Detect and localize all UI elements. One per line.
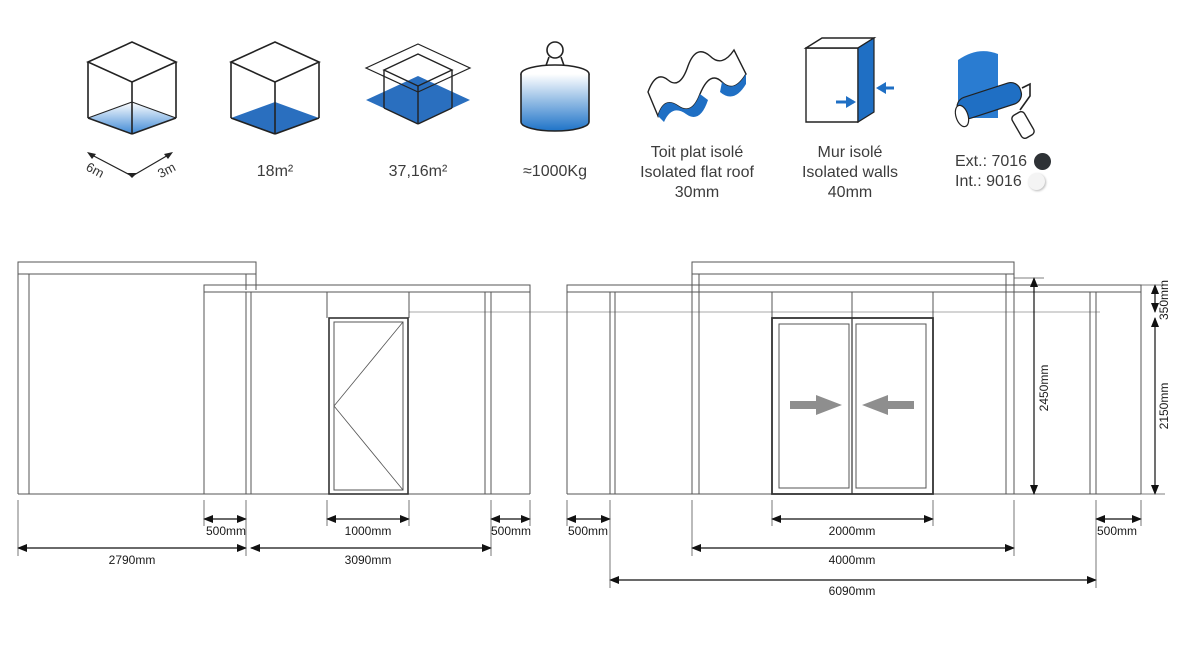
- features-row: 6m 3m 18m² 37,16m²: [0, 0, 1181, 215]
- int-color-label: Int.: 9016: [955, 173, 1022, 190]
- left-pergola-roof: [17, 261, 257, 275]
- walls-line3: 40mm: [827, 184, 873, 201]
- roof-height-label: 350mm: [1157, 280, 1171, 320]
- cube-dimensions-icon: 6m 3m: [84, 41, 178, 181]
- weight-feature: [505, 30, 605, 145]
- middle-gap-label: 500mm: [491, 524, 531, 538]
- dimension-lines: [17, 277, 1159, 584]
- sliding-door: [771, 317, 934, 495]
- weight-label: ≈1000Kg: [523, 163, 587, 180]
- wall-height-label: 2450mm: [1037, 365, 1051, 412]
- weight-bag-icon: [520, 41, 590, 132]
- slide-left-arrow-icon: [790, 395, 842, 415]
- walls-line2: Isolated walls: [801, 164, 899, 181]
- building-outline: [17, 261, 1142, 495]
- right-gap-start-label: 500mm: [568, 524, 608, 538]
- right-module-roof: [566, 284, 1142, 293]
- sliding-door-width-label: 2000mm: [829, 524, 876, 538]
- walls-line1: Mur isolé: [817, 144, 883, 161]
- cube-floor-icon: [229, 41, 321, 135]
- walls-feature: [798, 30, 908, 135]
- door-width-label: 1000mm: [345, 524, 392, 538]
- total-right-length-label: 6090mm: [829, 584, 876, 598]
- total-area-feature: [362, 30, 482, 145]
- roof-caption: Toit plat isolé Isolated flat roof 30mm: [617, 143, 777, 203]
- width-label: 6m: [84, 159, 107, 181]
- roof-panel-icon: [647, 48, 747, 122]
- roof-line3: 30mm: [674, 184, 720, 201]
- paint-caption: Ext.: 7016 Int.: 9016: [955, 152, 1075, 192]
- int-color-row: Int.: 9016: [955, 172, 1075, 192]
- left-module-length-label: 3090mm: [345, 553, 392, 567]
- right-pergola-roof: [691, 261, 1015, 275]
- surface-area-icon: [364, 43, 472, 125]
- ext-color-row: Ext.: 7016: [955, 152, 1075, 172]
- int-color-swatch: [1028, 173, 1046, 191]
- right-overhang-label: 500mm: [1097, 524, 1137, 538]
- left-module-roof: [203, 284, 531, 293]
- left-overhang-label: 500mm: [206, 524, 246, 538]
- ext-color-swatch: [1033, 153, 1051, 171]
- door-height-label: 2150mm: [1157, 383, 1171, 430]
- depth-label: 3m: [155, 159, 178, 181]
- extension-lines: [17, 277, 1165, 588]
- roof-feature: [642, 30, 752, 135]
- ext-color-label: Ext.: 7016: [955, 153, 1028, 170]
- wall-panel-icon: [803, 36, 894, 124]
- total-area-label: 37,16m²: [388, 163, 448, 180]
- paint-roller-icon: [954, 51, 1035, 139]
- roof-line2: Isolated flat roof: [640, 164, 754, 181]
- dimensions-feature: 6m 3m: [72, 30, 192, 195]
- roof-line1: Toit plat isolé: [650, 144, 744, 161]
- walls-caption: Mur isolé Isolated walls 40mm: [772, 143, 928, 203]
- left-pergola-length-label: 2790mm: [109, 553, 156, 567]
- floor-area-feature: [215, 30, 335, 145]
- entry-door: [328, 317, 409, 495]
- right-module-length-label: 4000mm: [829, 553, 876, 567]
- slide-right-arrow-icon: [862, 395, 914, 415]
- paint-feature: [948, 30, 1058, 145]
- floor-area-label: 18m²: [256, 163, 294, 180]
